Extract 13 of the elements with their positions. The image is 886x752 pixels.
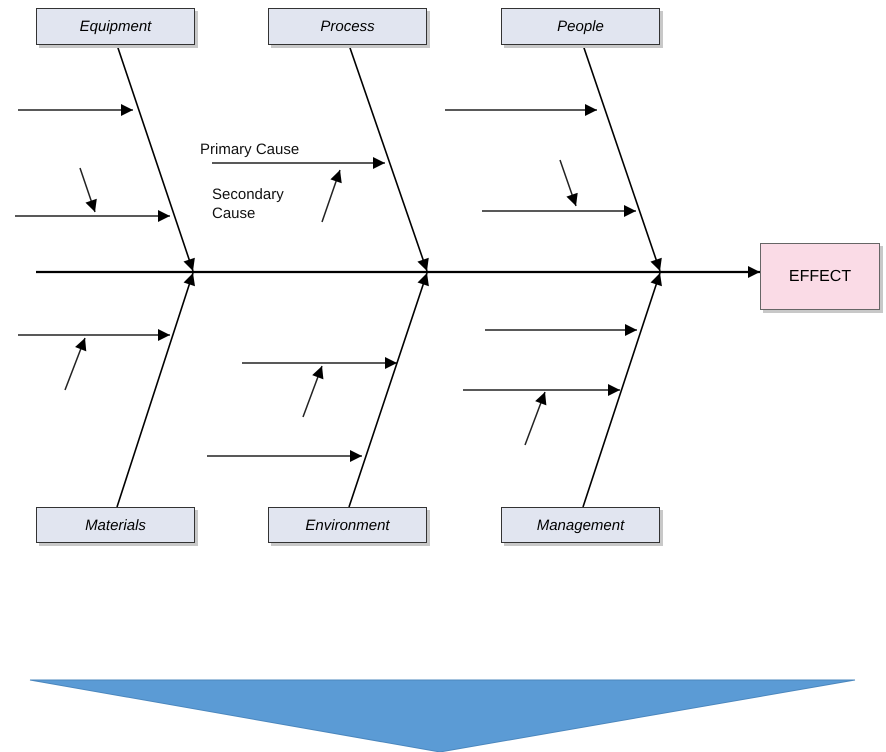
cause-label: Primary Cause (200, 140, 300, 159)
cause-label: Secondary Cause (212, 185, 285, 223)
category-box: Environment (268, 507, 427, 543)
category-box: Process (268, 8, 427, 45)
bone-arrow (348, 272, 429, 508)
effect-box: EFFECT (760, 243, 880, 310)
category-box: Management (501, 507, 660, 543)
category-box: Equipment (36, 8, 195, 45)
spine-arrow (36, 266, 760, 278)
category-box: People (501, 8, 660, 45)
bone-arrow (582, 272, 662, 508)
bone-arrow (116, 272, 195, 508)
category-box: Materials (36, 507, 195, 543)
